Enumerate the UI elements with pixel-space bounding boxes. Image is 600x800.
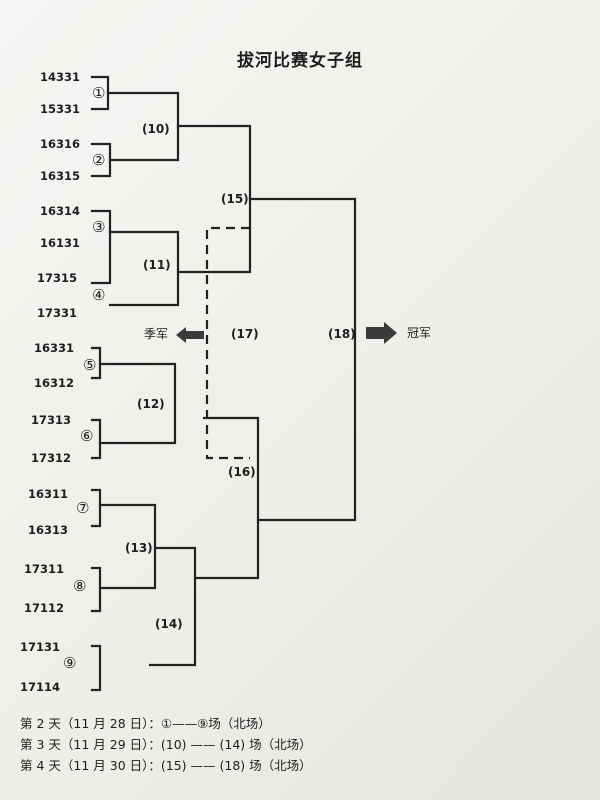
page-title: 拔河比赛女子组 (237, 51, 363, 71)
round-label: (14) (155, 617, 183, 631)
match-number: ⑥ (80, 427, 94, 445)
round-label: (15) (221, 192, 249, 206)
round-label: (17) (231, 327, 259, 341)
champion-label: 冠军 (407, 326, 432, 340)
team-label: 16313 (28, 523, 69, 537)
third-place-label: 季军 (144, 327, 169, 341)
bracket-match-8 (90, 644, 102, 692)
champion-arrow (366, 322, 397, 344)
team-label: 14331 (40, 70, 81, 84)
team-label: 17313 (31, 413, 72, 427)
team-label: 17112 (24, 601, 65, 615)
team-label: 16316 (40, 137, 81, 151)
bracket-match-7 (90, 566, 102, 613)
team-label: 17311 (24, 562, 65, 576)
team-label: 17131 (20, 640, 61, 654)
team-label: 16312 (34, 376, 75, 390)
match-number: ③ (92, 218, 106, 236)
team-label: 16331 (34, 341, 75, 355)
schedule-line: 第 3 天（11 月 29 日）：(10) —— (14) 场（北场） (20, 737, 312, 752)
team-label: 16314 (40, 204, 81, 218)
bracket-16 (193, 416, 260, 580)
team-label: 16311 (28, 487, 69, 501)
team-label: 17331 (37, 306, 78, 320)
match-number: ⑤ (83, 356, 97, 374)
bracket-11 (108, 230, 180, 307)
match-number: ④ (92, 286, 106, 304)
round-label: (13) (125, 541, 153, 555)
bracket-match-6 (90, 488, 102, 528)
match-number: ① (92, 84, 106, 102)
match-number: ⑦ (76, 499, 90, 517)
round-label: (10) (142, 122, 170, 136)
round-label: (16) (228, 465, 256, 479)
bracket-17-dashed (205, 226, 250, 460)
bracket-match-5 (90, 418, 102, 460)
team-label: 16131 (40, 236, 81, 250)
schedule-line: 第 2 天（11 月 28 日）：①——⑨场（北场） (20, 716, 271, 731)
schedule-line: 第 4 天（11 月 30 日）：(15) —— (18) 场（北场） (20, 758, 312, 773)
team-label: 16315 (40, 169, 81, 183)
bracket-12 (98, 362, 177, 445)
team-label: 15331 (40, 102, 81, 116)
team-label: 17312 (31, 451, 72, 465)
round-label: (11) (143, 258, 171, 272)
match-number: ⑨ (63, 654, 77, 672)
round-label: (18) (328, 327, 356, 341)
bracket-14 (148, 546, 197, 667)
team-label: 17315 (37, 271, 78, 285)
bracket-13 (98, 503, 157, 590)
bracket-match-3 (90, 209, 112, 285)
third-place-arrow (176, 327, 204, 343)
match-number: ② (92, 151, 106, 169)
match-number: ⑧ (73, 577, 87, 595)
round-label: (12) (137, 397, 165, 411)
team-label: 17114 (20, 680, 61, 694)
bracket-18 (248, 197, 357, 522)
